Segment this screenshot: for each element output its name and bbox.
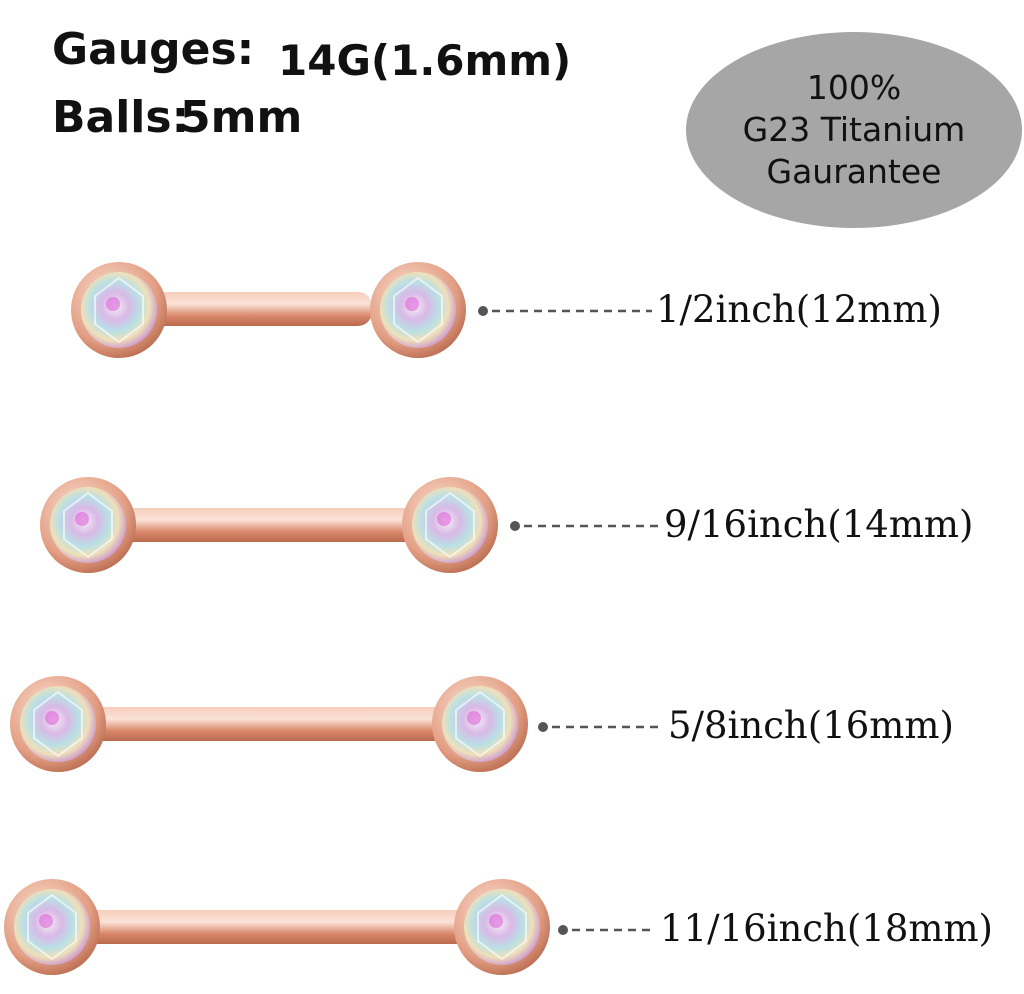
gauges-label: Gauges:	[52, 24, 255, 75]
barbell-18mm	[4, 879, 656, 975]
leader-dot	[538, 722, 548, 732]
badge-line-percent: 100%	[806, 68, 902, 107]
size-label-16mm: 5/8inch(16mm)	[668, 704, 954, 747]
barbell-14mm	[40, 477, 660, 573]
barbell-12mm	[71, 262, 652, 358]
balls-value: 5mm	[180, 92, 303, 143]
bar-shaft	[150, 292, 372, 326]
gem-ball-left	[71, 262, 167, 358]
leader-dot	[558, 925, 568, 935]
barbell-16mm	[10, 676, 664, 772]
bar-shaft	[88, 707, 450, 741]
gem-ball-left	[10, 676, 106, 772]
size-label-18mm: 11/16inch(18mm)	[660, 907, 993, 950]
gem-ball-right	[370, 262, 466, 358]
bar-shaft	[82, 910, 474, 944]
gauges-value: 14G(1.6mm)	[278, 36, 572, 85]
gem-ball-left	[4, 879, 100, 975]
titanium-guarantee-badge: 100% G23 Titanium Gaurantee	[686, 32, 1022, 228]
gem-ball-left	[40, 477, 136, 573]
gem-ball-right	[432, 676, 528, 772]
gem-ball-right	[402, 477, 498, 573]
bar-shaft	[118, 508, 420, 542]
size-label-12mm: 1/2inch(12mm)	[656, 288, 942, 331]
balls-label: Balls:	[52, 92, 190, 143]
gem-ball-right	[454, 879, 550, 975]
badge-line-guarantee: Gaurantee	[766, 152, 942, 191]
leader-dot	[510, 521, 520, 531]
size-label-14mm: 9/16inch(14mm)	[664, 503, 974, 546]
leader-dot	[478, 306, 488, 316]
badge-line-material: G23 Titanium	[742, 110, 966, 149]
